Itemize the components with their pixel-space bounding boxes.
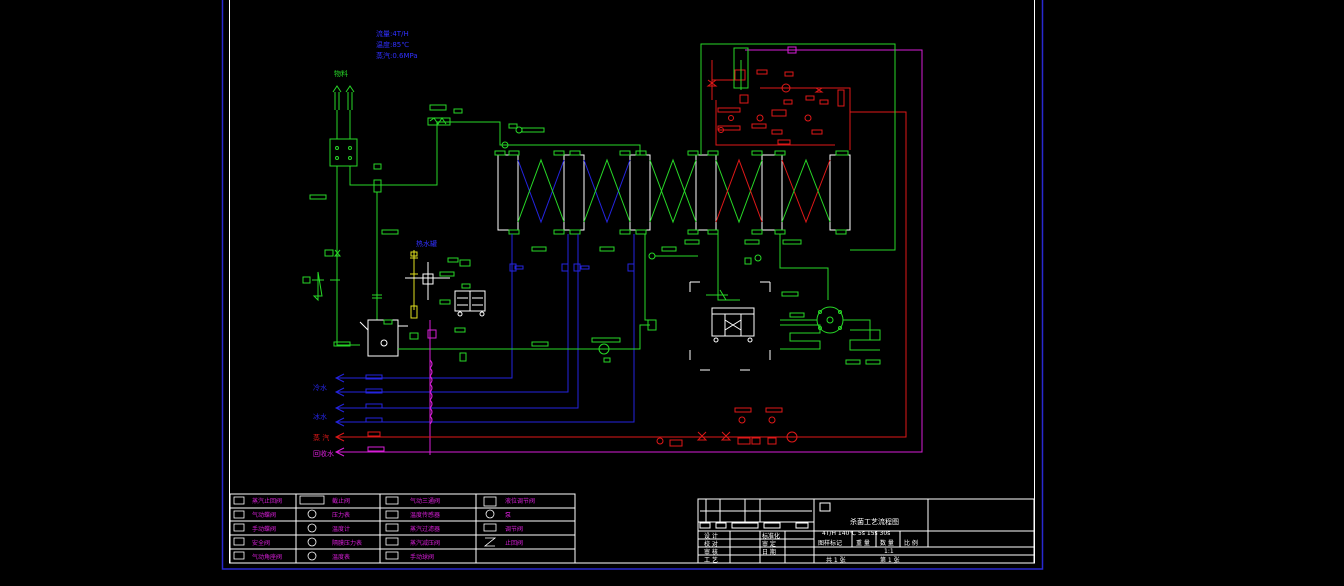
note-steam: 蒸汽:0.6MPa: [376, 51, 418, 60]
standard-label: 标准化: [762, 532, 780, 540]
legend-r4-c1: 温度表: [332, 553, 350, 561]
legend-r0-c0: 蒸汽止回阀: [252, 497, 282, 505]
reviewer-label: 审 核: [704, 548, 718, 556]
plate-heat-exchanger: [494, 150, 851, 252]
note-flow: 流量:4T/H: [376, 29, 409, 38]
qty-label: 数 量: [880, 539, 894, 547]
holding-tube: [700, 43, 896, 365]
return-water-label: 回收水: [313, 449, 334, 458]
checker-label: 校 对: [704, 540, 718, 548]
scale-value: 1:1: [884, 548, 894, 555]
drawing-name: 杀菌工艺流程图: [850, 517, 899, 526]
legend-r4-c2: 手动球阀: [410, 553, 434, 561]
title-block-text: 杀菌工艺流程图 4T/H 140℃ 5s 15s 30s 图样标记 重 量 数 …: [704, 517, 918, 564]
process-notes: 流量:4T/H 温度:85℃ 蒸汽:0.6MPa: [376, 29, 418, 60]
hot-water-tank: 热水罐: [333, 234, 698, 363]
title-block: [697, 498, 1035, 564]
legend-r2-c0: 手动蝶阀: [252, 525, 276, 533]
return-water-circuit: 回收水: [313, 46, 923, 458]
legend-r0-c3: 液位调节阀: [505, 497, 535, 505]
holding-tube-inlet: [427, 104, 641, 155]
legend-r3-c2: 蒸汽减压阀: [410, 539, 440, 547]
legend-r1-c1: 压力表: [332, 511, 350, 519]
date-label: 日 期: [762, 548, 776, 556]
sheets-total: 共 1 张: [826, 556, 846, 564]
sheet-outer-border: [221, 0, 1044, 570]
legend-r4-c0: 气动角座阀: [252, 553, 282, 561]
steam-label: 蒸 汽: [313, 433, 329, 442]
ice-water-label: 冰水: [313, 412, 327, 421]
legend-r0-c2: 气动三通阀: [410, 497, 440, 505]
legend-r3-c1: 隔膜压力表: [332, 539, 362, 547]
symbol-legend: 蒸汽止回阀 截止阀 气动三通阀 液位调节阀 气动蝶阀 压力表 温度传感器 泵 手…: [229, 493, 576, 564]
designer-label: 设 计: [704, 532, 718, 540]
note-temperature: 温度:85℃: [376, 40, 409, 49]
steam-circuit: 蒸 汽: [313, 60, 907, 447]
hot-water-tank-label: 热水罐: [416, 239, 437, 248]
legend-r3-c3: 止回阀: [505, 539, 523, 547]
product-outlet: 物料: [302, 69, 450, 346]
scale-label: 比 例: [904, 539, 918, 547]
heater-unit: [689, 281, 771, 371]
legend-r2-c3: 调节阀: [505, 525, 523, 533]
legend-r1-c3: 泵: [505, 512, 511, 519]
ice-water-circuit: 冷水 冰水: [313, 234, 635, 427]
spec-line: 4T/H 140℃ 5s 15s 30s: [822, 530, 890, 537]
legend-r1-c2: 温度传感器: [410, 511, 440, 519]
legend-r0-c1: 截止阀: [332, 497, 350, 505]
legend-r2-c1: 温度计: [332, 525, 350, 533]
approve-label: 审 定: [762, 540, 776, 548]
outlet-label: 物料: [334, 69, 348, 78]
sheet-number: 第 1 张: [880, 556, 900, 564]
stage-label: 图样标记: [818, 539, 842, 547]
legend-r1-c0: 气动蝶阀: [252, 511, 276, 519]
legend-r3-c0: 安全阀: [252, 539, 270, 547]
process-label: 工 艺: [704, 556, 718, 564]
sheet-inner-frame: [229, 0, 1035, 564]
cold-water-label: 冷水: [313, 383, 327, 392]
weight-label: 重 量: [856, 539, 870, 547]
legend-r2-c2: 蒸汽过滤器: [410, 525, 440, 533]
